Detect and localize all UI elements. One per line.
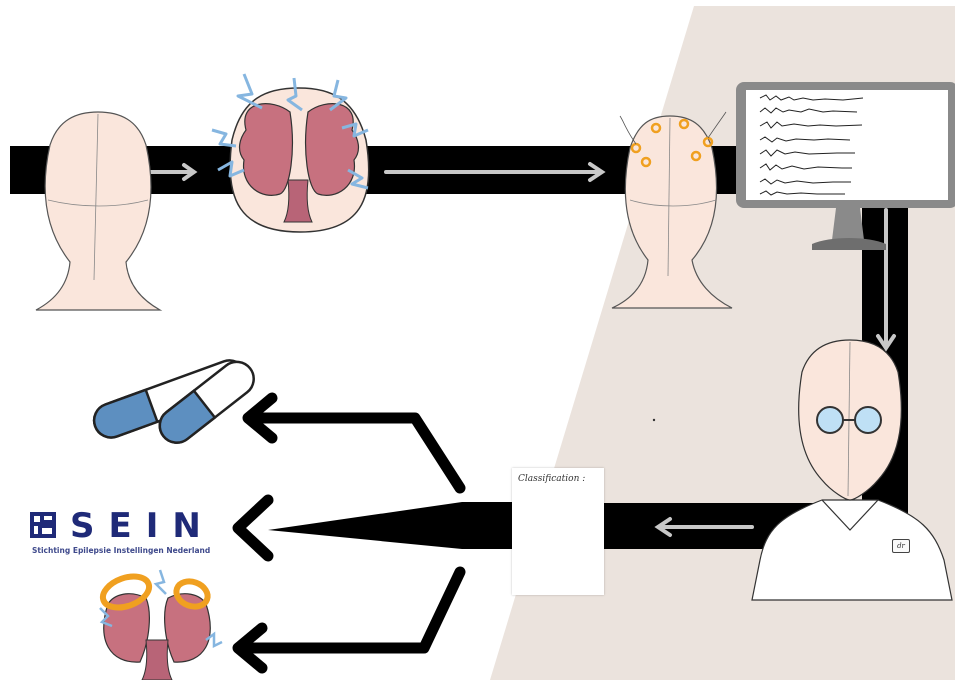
branch-arrow-logo [238, 500, 268, 556]
dot-mark [653, 419, 655, 421]
branch-arrow-surgery [238, 572, 460, 668]
classification-paper: Classification : [512, 468, 604, 595]
seizure-brain-icon [212, 74, 369, 232]
branch-arrow-pills [248, 398, 460, 488]
pills-icon [89, 355, 260, 450]
doctor-badge: dr [892, 539, 910, 553]
head-icon [36, 112, 160, 310]
flow-bar-taper [268, 502, 512, 549]
sein-logo [30, 512, 56, 538]
logo-name: SEIN [70, 506, 215, 546]
surgery-brain-icon [99, 570, 222, 680]
classification-title: Classification : [518, 474, 585, 484]
logo-subtitle: Stichting Epilepsie Instellingen Nederla… [32, 546, 210, 555]
